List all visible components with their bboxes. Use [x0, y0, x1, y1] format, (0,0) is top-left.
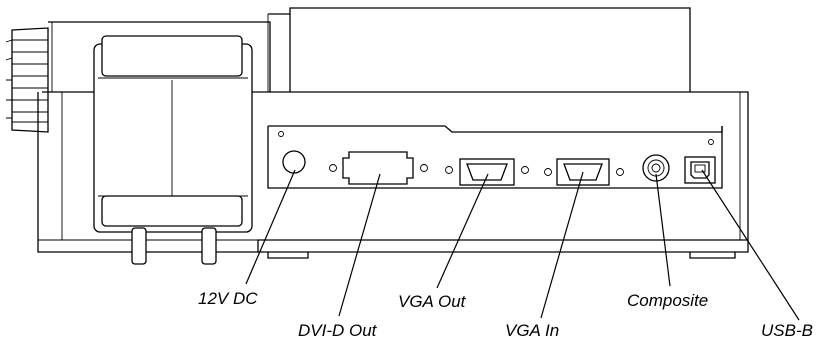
label-composite: Composite	[627, 291, 709, 310]
label-dvi-d-out: DVI-D Out	[298, 321, 377, 340]
leader-composite	[655, 173, 671, 287]
label-usb-b: USB-B	[761, 321, 813, 340]
connector-panel	[267, 125, 723, 189]
leader-vga-out	[436, 173, 489, 289]
label-vga-in: VGA In	[505, 321, 560, 340]
leader-lines	[245, 169, 800, 321]
usb-b-port-icon	[684, 156, 716, 184]
projector-body	[37, 91, 749, 259]
top-housing	[267, 7, 691, 92]
label-12v-dc: 12V DC	[198, 289, 258, 308]
leader-dc	[245, 169, 296, 285]
label-vga-out: VGA Out	[398, 292, 466, 311]
vga-out-port-icon	[445, 158, 529, 186]
dc-jack-icon	[282, 150, 306, 174]
lens-assembly	[93, 35, 253, 233]
leader-vga-in	[540, 171, 584, 319]
vga-in-port-icon	[544, 158, 624, 186]
dvi-port-icon	[329, 151, 428, 185]
leader-usb	[701, 169, 800, 321]
focus-knob	[5, 21, 271, 133]
feet	[131, 227, 217, 265]
leader-dvi	[338, 173, 381, 317]
